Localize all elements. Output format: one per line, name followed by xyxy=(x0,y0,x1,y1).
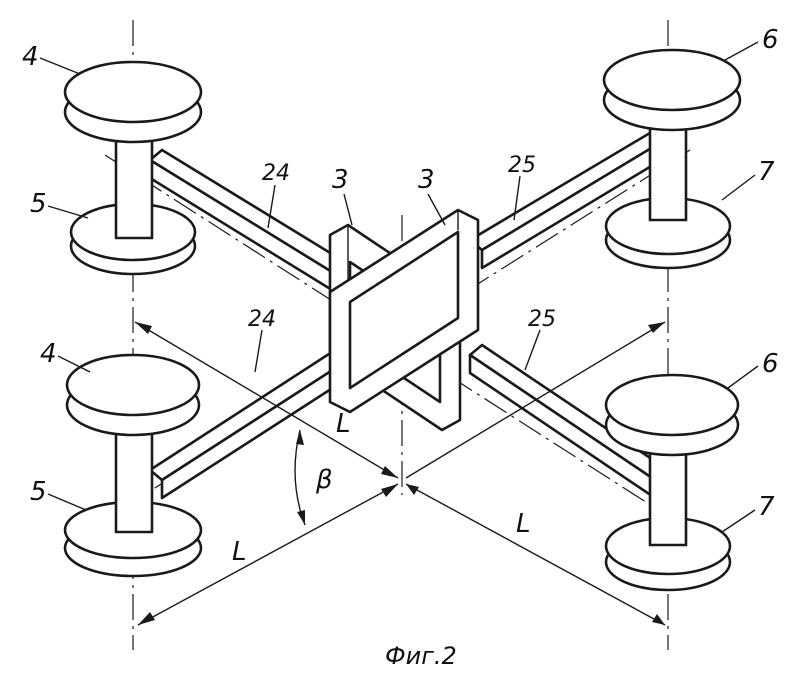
label-beam-25-upper: 25 xyxy=(508,153,536,178)
label-pad-bottom-left: 4 xyxy=(40,339,57,369)
label-dim-L-right: L xyxy=(516,509,531,539)
label-angle-beta: β xyxy=(315,465,333,495)
label-pad-top-right: 6 xyxy=(762,25,779,55)
label-dim-L-center: L xyxy=(336,409,351,439)
label-pad-top-left-lower: 5 xyxy=(30,189,47,219)
label-beam-24-lower: 24 xyxy=(248,307,276,332)
label-pad-bottom-right: 6 xyxy=(762,349,779,379)
label-dim-L-left: L xyxy=(232,537,247,567)
label-pad-top-left: 4 xyxy=(22,42,39,72)
label-pad-top-right-lower: 7 xyxy=(758,157,775,187)
label-pad-bottom-left-lower: 5 xyxy=(30,477,47,507)
pad-6-bottom-right xyxy=(606,375,738,590)
label-frame-3-right: 3 xyxy=(418,165,435,195)
label-pad-bottom-right-lower: 7 xyxy=(758,492,775,522)
label-frame-3-left: 3 xyxy=(332,165,349,195)
label-beam-25-lower: 25 xyxy=(528,307,556,332)
figure-caption: Фиг.2 xyxy=(385,642,457,670)
label-beam-24-upper: 24 xyxy=(262,161,290,186)
